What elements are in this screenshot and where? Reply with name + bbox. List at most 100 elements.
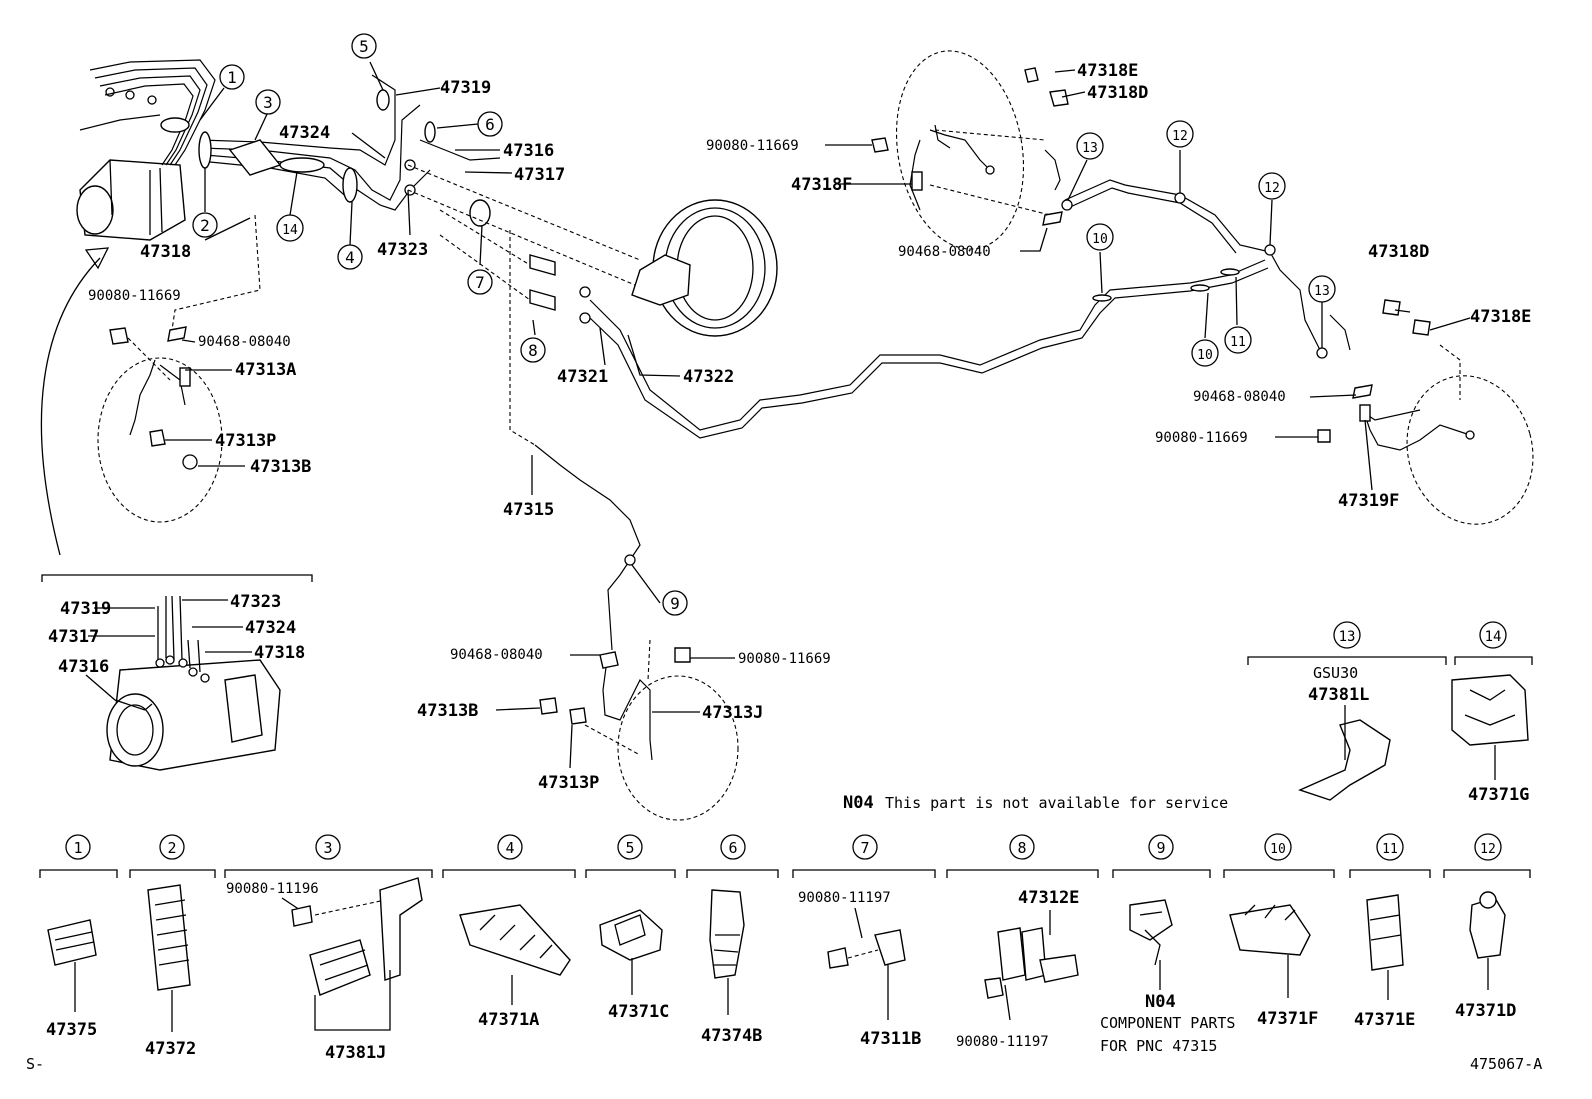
label-47318: 47318 xyxy=(140,242,191,262)
svg-text:47371E: 47371E xyxy=(1354,1010,1415,1030)
label-47316: 47316 xyxy=(503,141,554,161)
svg-text:47381J: 47381J xyxy=(325,1043,386,1063)
legend-item-9: 9 N04 COMPONENT PARTS FOR PNC 47315 xyxy=(1100,834,1235,1055)
legend-row: 1 47375 2 47372 3 90080-11196 xyxy=(39,833,1531,1063)
inset-label-47318: 47318 xyxy=(254,643,305,663)
svg-text:11: 11 xyxy=(1382,842,1398,857)
label-90468-08040-top: 90468-08040 xyxy=(898,244,991,260)
abs-actuator-inset xyxy=(41,574,313,771)
legend-13-part: 47381L xyxy=(1308,685,1369,705)
inset-label-47317: 47317 xyxy=(48,627,99,647)
label-47322: 47322 xyxy=(683,367,734,387)
callout-12a: 12 xyxy=(1166,120,1194,148)
label-47319: 47319 xyxy=(440,78,491,98)
svg-text:1: 1 xyxy=(73,839,82,857)
legend-14-part: 47371G xyxy=(1468,785,1529,805)
inset-labels: 47319 47323 47317 47324 47316 47318 xyxy=(48,592,305,677)
callout-8: 8 xyxy=(520,337,546,363)
legend-item-3: 3 90080-11196 47381J xyxy=(224,834,433,1063)
svg-text:2: 2 xyxy=(167,839,176,857)
svg-text:47311B: 47311B xyxy=(860,1029,921,1049)
inset-label-47323: 47323 xyxy=(230,592,281,612)
label-47318D-top: 47318D xyxy=(1087,83,1148,103)
svg-text:11: 11 xyxy=(1230,335,1246,350)
label-47324: 47324 xyxy=(279,123,330,143)
top-middle-tubes xyxy=(160,74,641,446)
svg-text:6: 6 xyxy=(728,839,737,857)
label-47313B-mid: 47313B xyxy=(417,701,478,721)
label-90468-08040-right: 90468-08040 xyxy=(1193,389,1286,405)
legend-item-7: 7 90080-11197 47311B xyxy=(792,834,936,1049)
svg-text:14: 14 xyxy=(282,223,298,238)
svg-text:90080-11196: 90080-11196 xyxy=(226,881,319,897)
callout-1: 1 xyxy=(219,64,245,90)
legend-13-sub: GSU30 xyxy=(1313,664,1358,682)
svg-text:90080-11197: 90080-11197 xyxy=(798,890,891,906)
svg-text:1: 1 xyxy=(227,68,237,87)
legend-item-2: 2 47372 xyxy=(129,834,216,1059)
label-47313B-left: 47313B xyxy=(250,457,311,477)
corner-mark: S- xyxy=(26,1055,44,1073)
svg-text:12: 12 xyxy=(1264,181,1280,196)
callout-13a: 13 xyxy=(1076,132,1104,160)
label-90080-11669-mid: 90080-11669 xyxy=(738,651,831,667)
svg-text:47312E: 47312E xyxy=(1018,888,1079,908)
legend-item-1: 1 47375 xyxy=(39,834,118,1040)
svg-text:FOR PNC 47315: FOR PNC 47315 xyxy=(1100,1037,1217,1055)
svg-text:5: 5 xyxy=(625,839,634,857)
svg-text:8: 8 xyxy=(1017,839,1026,857)
label-47315: 47315 xyxy=(503,500,554,520)
svg-text:10: 10 xyxy=(1092,232,1108,247)
abs-actuator-drawing xyxy=(76,59,216,241)
svg-text:3: 3 xyxy=(323,839,332,857)
callout-2: 2 xyxy=(192,212,218,238)
svg-text:13: 13 xyxy=(1339,629,1356,645)
callout-14: 14 xyxy=(276,214,304,242)
legend-item-4: 4 47371A xyxy=(442,834,576,1030)
legend-item-12: 12 47371D xyxy=(1443,833,1531,1021)
svg-text:4: 4 xyxy=(505,839,514,857)
svg-text:90080-11197: 90080-11197 xyxy=(956,1034,1049,1050)
callout-6: 6 xyxy=(477,111,503,137)
label-90468-08040-left: 90468-08040 xyxy=(198,334,291,350)
svg-text:3: 3 xyxy=(263,93,273,112)
part-labels: 47319 47324 47316 47317 47318 47323 4732… xyxy=(88,61,1531,793)
legend-item-11: 11 47371E xyxy=(1349,833,1431,1030)
svg-text:47371F: 47371F xyxy=(1257,1009,1318,1029)
brake-tube-47322 xyxy=(589,259,1266,431)
svg-text:7: 7 xyxy=(475,273,485,292)
brake-booster-drawing xyxy=(631,199,778,337)
svg-text:47371D: 47371D xyxy=(1455,1001,1516,1021)
callout-10a: 10 xyxy=(1086,223,1114,251)
callout-11: 11 xyxy=(1224,326,1252,354)
svg-text:7: 7 xyxy=(860,839,869,857)
label-47319F: 47319F xyxy=(1338,491,1399,511)
label-90080-11669-top: 90080-11669 xyxy=(706,138,799,154)
rear-right-wheel-area xyxy=(1317,299,1534,525)
front-left-wheel-area xyxy=(97,326,223,523)
svg-text:9: 9 xyxy=(670,594,680,613)
label-47313P-left: 47313P xyxy=(215,431,276,451)
svg-text:47374B: 47374B xyxy=(701,1026,762,1046)
label-47323: 47323 xyxy=(377,240,428,260)
svg-text:13: 13 xyxy=(1082,141,1098,156)
label-47321: 47321 xyxy=(557,367,608,387)
label-47318E-right: 47318E xyxy=(1470,307,1531,327)
svg-text:2: 2 xyxy=(200,216,210,235)
front-right-wheel-area xyxy=(871,50,1069,250)
label-47318E: 47318E xyxy=(1077,61,1138,81)
svg-text:9: 9 xyxy=(1156,839,1165,857)
svg-text:12: 12 xyxy=(1480,842,1496,857)
svg-text:47375: 47375 xyxy=(46,1020,97,1040)
indication-arrow xyxy=(40,257,101,556)
legend-item-6: 6 47374B xyxy=(686,834,779,1046)
svg-text:47371A: 47371A xyxy=(478,1010,539,1030)
label-90080-11669-right: 90080-11669 xyxy=(1155,430,1248,446)
label-47313J: 47313J xyxy=(702,703,763,723)
callout-5: 5 xyxy=(351,33,377,59)
note-text: This part is not available for service xyxy=(885,794,1228,812)
leader-lines xyxy=(85,61,1471,769)
callout-10b: 10 xyxy=(1191,339,1219,367)
legend-item-8: 8 47312E 90080-11197 xyxy=(946,834,1099,1050)
